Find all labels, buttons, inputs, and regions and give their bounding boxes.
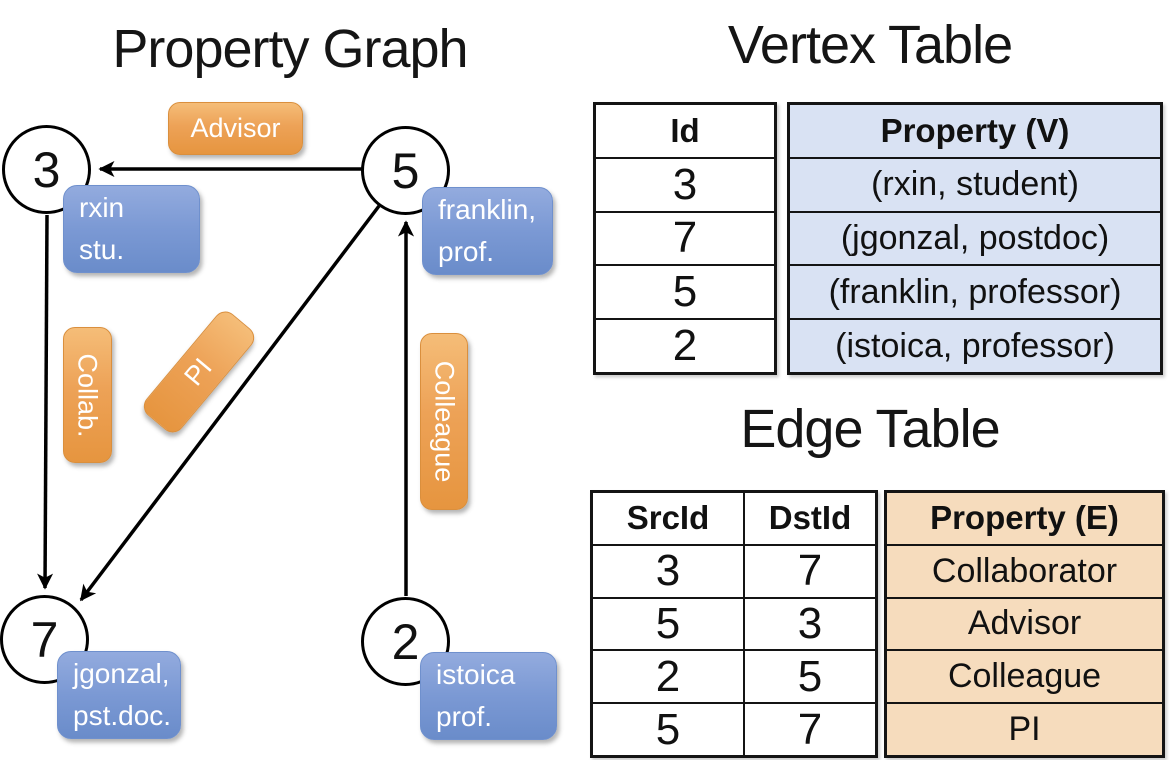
edge-collab-3-to-7 [37,214,54,590]
vertex-table-title: Vertex Table [727,15,1013,75]
edge-table-property-cell: Collaborator [887,543,1162,597]
vertex-table-id-header: Id [670,111,700,149]
edge-label-collab: Collab. [63,327,112,463]
vertex-table-id-column: Id 3 7 5 2 [593,102,777,375]
edge-table-dst-cell: 3 [743,598,875,650]
edge-table-dst-cell: 7 [743,704,875,755]
vertex-prop-3-line1: rxin [79,192,125,223]
node-3-id: 3 [32,141,61,198]
edge-table-src-cell: 3 [655,546,681,596]
vertex-prop-2-line2: prof. [436,701,493,732]
edge-table-title: Edge Table [740,399,1000,459]
vertex-prop-2-line1: istoica [436,659,516,690]
edge-table-dst-cell: 7 [743,545,875,597]
vertex-table-property-cell: (jgonzal, postdoc) [790,210,1160,265]
vertex-table-id-cell: 5 [596,264,774,318]
edge-label-colleague-text: Colleague [429,360,460,483]
node-5-id: 5 [391,142,420,199]
vertex-table-id-cell: 3 [596,156,774,211]
edge-table-property-header: Property (E) [930,499,1119,537]
edge-table-dstid-header: DstId [743,493,875,544]
vertex-prop-5-line2: prof. [438,236,495,267]
edge-table-id-columns: SrcId DstId 3 7 5 3 2 5 5 7 [590,490,878,758]
edge-table-src-cell: 5 [655,704,681,754]
edge-pi-5-to-7 [79,204,381,602]
vertex-table-id-cell: 2 [596,318,774,372]
edge-label-pi-text: PI [178,352,219,392]
node-2-id: 2 [391,613,420,670]
edge-label-advisor-text: Advisor [190,113,281,143]
edge-table-property-cell: Colleague [887,649,1162,702]
vertex-table-property-column: Property (V) (rxin, student) (jgonzal, p… [787,102,1163,375]
graph-node-2: 2 [361,597,450,686]
property-graph-title: Property Graph [112,19,468,79]
edge-label-advisor: Advisor [168,102,303,155]
edge-label-collab-text: Collab. [73,352,104,438]
vertex-table-id-cell: 7 [596,210,774,265]
edge-table-src-cell: 5 [655,598,681,648]
vertex-prop-pill-3: rxin stu. [63,185,200,273]
edge-table-property-cell: PI [887,702,1162,755]
edge-table-srcid-header: SrcId [626,499,710,537]
vertex-prop-7-line2: pst.doc. [73,700,172,731]
edge-table-property-cell: Advisor [887,596,1162,650]
vertex-prop-7-line1: jgonzal, [73,658,170,689]
edge-label-colleague: Colleague [420,333,468,510]
edge-table-dst-cell: 5 [743,651,875,703]
node-7-id: 7 [30,611,59,668]
vertex-prop-pill-7: jgonzal, pst.doc. [57,651,181,739]
graph-node-5: 5 [361,126,450,215]
vertex-prop-pill-5: franklin, prof. [422,187,553,275]
vertex-table-property-header: Property (V) [880,111,1070,149]
vertex-table-property-cell: (rxin, student) [790,156,1160,211]
vertex-table-property-cell: (franklin, professor) [790,264,1160,318]
edge-table-src-cell: 2 [655,651,681,701]
vertex-prop-3-line2: stu. [79,234,125,265]
vertex-table-property-cell: (istoica, professor) [790,318,1160,372]
edge-table-property-column: Property (E) Collaborator Advisor Collea… [884,490,1165,758]
vertex-prop-pill-2: istoica prof. [420,652,557,740]
vertex-prop-5-line1: franklin, [438,194,537,225]
